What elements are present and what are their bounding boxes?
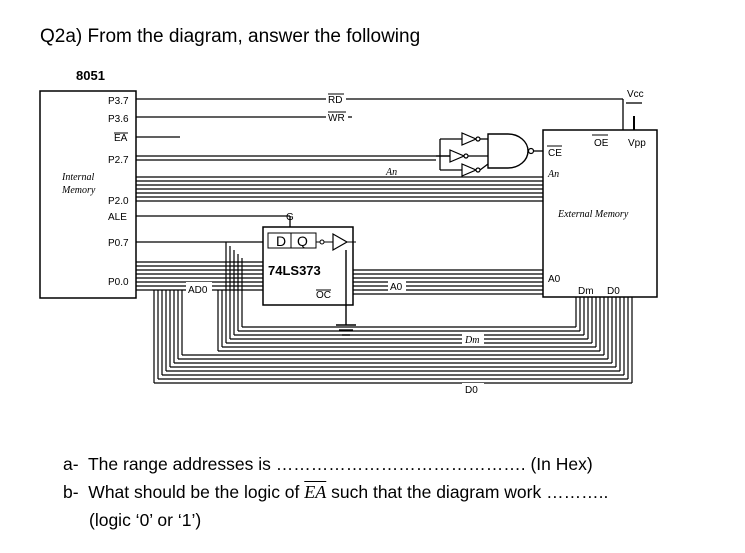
rd-label: RD bbox=[328, 95, 342, 106]
question-b-text-after: such that the diagram work ……….. bbox=[326, 482, 609, 502]
latch-part-number: 74LS373 bbox=[268, 263, 321, 278]
a0-label: A0 bbox=[390, 282, 403, 293]
pin-p20: P2.0 bbox=[108, 196, 129, 207]
question-title: Q2a) From the diagram, answer the follow… bbox=[40, 26, 421, 47]
question-b-note: (logic ‘0’ or ‘1’) bbox=[89, 510, 202, 530]
ea-symbol: EA bbox=[304, 482, 327, 502]
latch-buffer bbox=[332, 232, 349, 252]
vpp-label: Vpp bbox=[628, 138, 646, 149]
dm-label: Dm bbox=[464, 335, 479, 346]
pin-p36: P3.6 bbox=[108, 114, 129, 125]
d0-label: D0 bbox=[465, 385, 478, 396]
pin-p37: P3.7 bbox=[108, 96, 129, 107]
address-bus-high bbox=[136, 155, 543, 202]
ext-an-label: An bbox=[547, 169, 559, 180]
ext-dm-label: Dm bbox=[578, 286, 594, 297]
ext-a0-label: A0 bbox=[548, 274, 561, 285]
and-gate bbox=[487, 133, 529, 169]
wr-label: WR bbox=[328, 113, 345, 124]
external-memory-block bbox=[542, 129, 658, 298]
an-label: An bbox=[385, 167, 397, 178]
internal-memory-label-1: Internal bbox=[61, 172, 94, 183]
pin-ale: ALE bbox=[108, 212, 127, 223]
ad0-label: AD0 bbox=[188, 285, 208, 296]
latch-q: Q bbox=[297, 233, 308, 249]
latch-d: D bbox=[276, 233, 286, 249]
vcc-label: Vcc bbox=[627, 89, 644, 100]
internal-memory-label-2: Memory bbox=[61, 185, 96, 196]
pin-p27: P2.7 bbox=[108, 155, 129, 166]
oe-label: OE bbox=[594, 138, 609, 149]
a0-bus bbox=[353, 269, 543, 295]
pin-ea: EA bbox=[114, 133, 128, 144]
external-memory-label: External Memory bbox=[557, 209, 629, 220]
inverter-gates bbox=[449, 132, 481, 177]
question-a-text: The range addresses is ……………………………………. (… bbox=[87, 454, 593, 474]
data-bus bbox=[153, 290, 633, 384]
question-b-prefix: b- bbox=[63, 482, 79, 502]
ground-symbol bbox=[336, 250, 356, 336]
mcu-title: 8051 bbox=[76, 68, 105, 83]
ext-d0-label: D0 bbox=[607, 286, 620, 297]
ce-label: CE bbox=[548, 148, 562, 159]
question-b: b- What should be the logic of EA such t… bbox=[63, 482, 608, 503]
pin-p07: P0.7 bbox=[108, 238, 129, 249]
question-a: a- The range addresses is ……………………………………… bbox=[63, 454, 593, 475]
latch-g: G bbox=[286, 212, 294, 223]
pin-p00: P0.0 bbox=[108, 277, 129, 288]
question-b-text-before: What should be the logic of bbox=[88, 482, 305, 502]
question-a-prefix: a- bbox=[63, 454, 79, 474]
mcu-block bbox=[39, 90, 137, 299]
latch-oc: OC bbox=[316, 290, 331, 301]
